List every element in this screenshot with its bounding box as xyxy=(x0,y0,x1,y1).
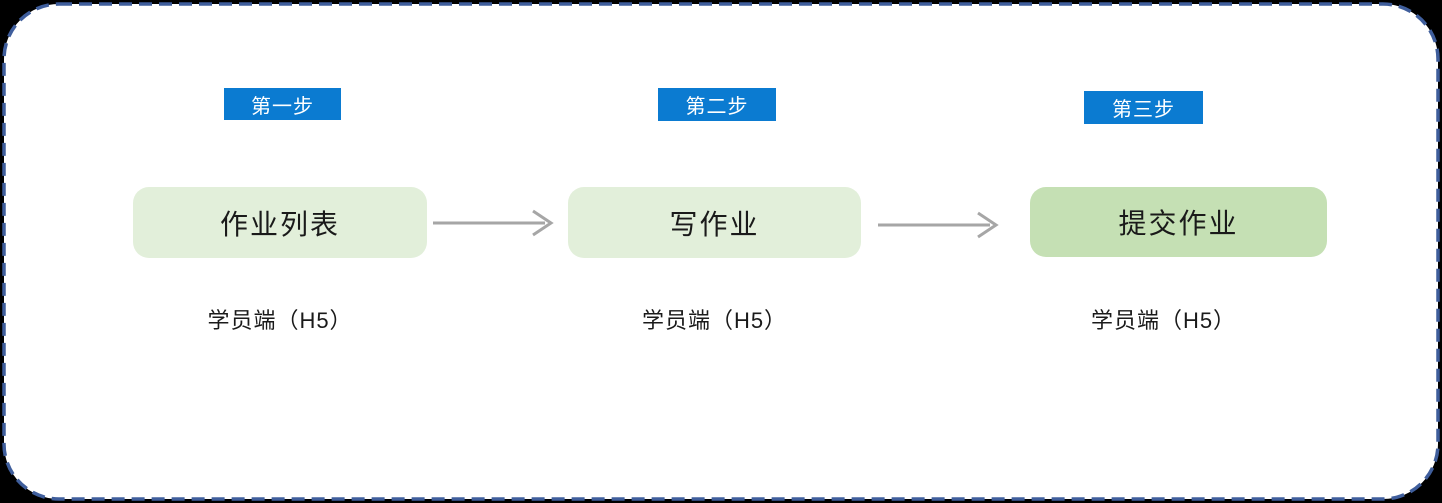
step-1-box: 作业列表 xyxy=(133,187,427,258)
step-3-caption: 学员端（H5） xyxy=(1090,308,1237,333)
step-3-box: 提交作业 xyxy=(1030,187,1327,257)
step-1-caption: 学员端（H5） xyxy=(207,308,353,333)
step-1-badge: 第一步 xyxy=(224,88,341,120)
step-2-badge: 第二步 xyxy=(658,88,776,121)
arrow-right-icon xyxy=(878,211,999,239)
step-2-caption: 学员端（H5） xyxy=(641,308,788,333)
step-3-badge: 第三步 xyxy=(1084,91,1203,124)
arrow-head xyxy=(532,209,554,237)
step-2-box: 写作业 xyxy=(568,187,861,258)
arrow-head xyxy=(977,211,999,239)
arrow-right-icon xyxy=(433,209,554,237)
